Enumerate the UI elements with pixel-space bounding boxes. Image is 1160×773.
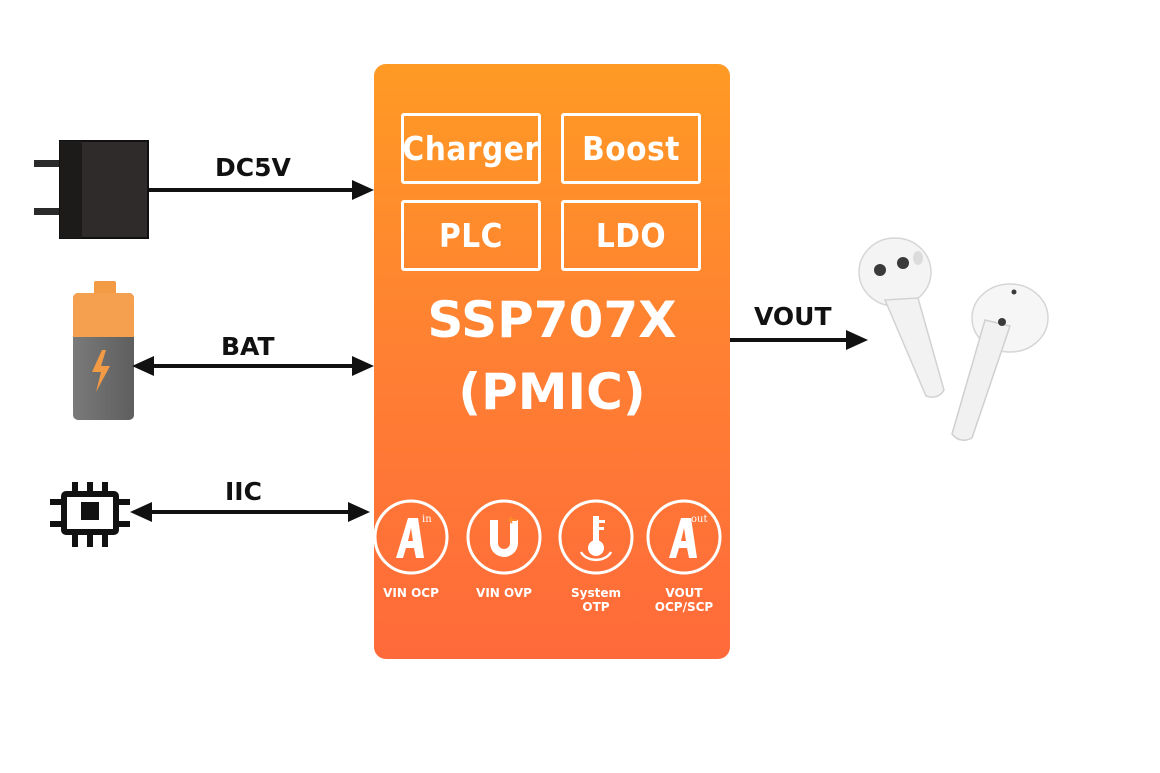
- microchip-icon: [50, 482, 130, 547]
- battery-icon: [73, 281, 134, 420]
- bat-label: BAT: [221, 332, 275, 361]
- magnet-voltage-icon: [466, 499, 542, 575]
- dc5v-label: DC5V: [215, 153, 291, 182]
- dc5v-arrow: [148, 180, 374, 200]
- thermometer-icon: [558, 499, 634, 575]
- ldo-block: LDO: [561, 200, 701, 271]
- vout-label: VOUT: [754, 302, 832, 331]
- power-adapter-icon: [34, 140, 149, 239]
- ammeter-out-icon: out: [646, 499, 722, 575]
- iic-arrow: [130, 502, 370, 522]
- ammeter-in-icon: in: [373, 499, 449, 575]
- pmic-chip: Charger Boost PLC LDO SSP707X (PMIC) in …: [371, 64, 730, 659]
- system-otp: System OTP: [556, 498, 636, 614]
- system-otp-label: System OTP: [571, 586, 621, 614]
- vout-arrow: [730, 330, 868, 350]
- earbuds-image: [858, 237, 1049, 441]
- vin-ovp-label: VIN OVP: [476, 586, 532, 600]
- boost-block: Boost: [561, 113, 701, 184]
- vin-ocp-label: VIN OCP: [383, 586, 439, 600]
- vin-ocp: in VIN OCP: [371, 498, 451, 600]
- vin-ovp: VIN OVP: [464, 498, 544, 600]
- plc-block: PLC: [401, 200, 541, 271]
- chip-type: (PMIC): [458, 363, 646, 421]
- chip-name: SSP707X: [427, 291, 677, 349]
- charger-block: Charger: [401, 113, 541, 184]
- bat-arrow: [132, 356, 374, 376]
- svg-text:out: out: [691, 514, 707, 525]
- iic-label: IIC: [225, 477, 262, 506]
- svg-text:in: in: [422, 514, 432, 525]
